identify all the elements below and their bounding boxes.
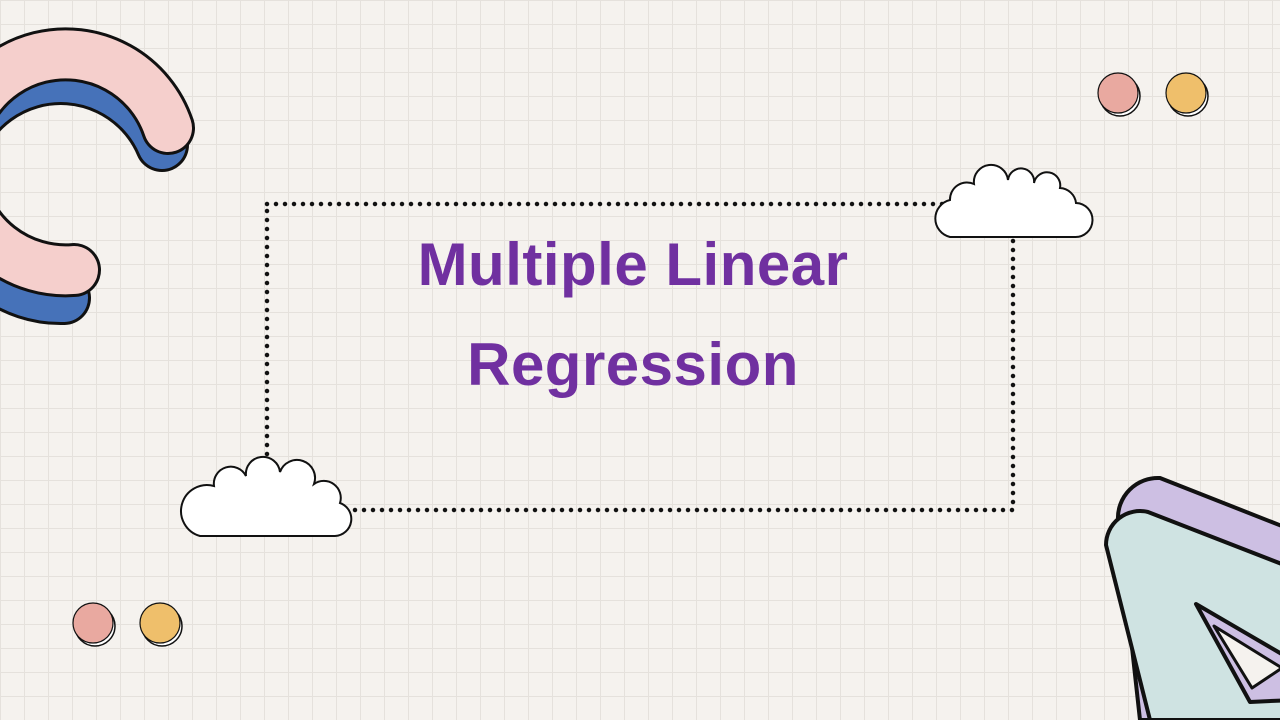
dot-pink-shadow — [1099, 75, 1141, 117]
dot-pink — [1097, 72, 1139, 114]
triangle-inner-cutout — [1194, 602, 1280, 704]
dot-yellow — [139, 602, 181, 644]
arc-shadow-fill — [0, 54, 186, 323]
arc-shape-top-left — [0, 27, 195, 326]
triangle-back-lavender — [1115, 475, 1280, 720]
slide-title-line-1: Multiple Linear — [417, 231, 849, 298]
dots-top-right — [1097, 72, 1209, 117]
slide-title-line-2: Regression — [467, 331, 799, 398]
dot-yellow-shadow — [1167, 75, 1209, 117]
dot-yellow-shadow — [141, 605, 183, 647]
arc-main-outline — [0, 27, 195, 298]
arc-shadow — [0, 51, 189, 326]
dots-bottom-left — [72, 602, 183, 647]
cloud-bottom-left — [180, 455, 353, 537]
triangle-front-teal — [1104, 509, 1280, 720]
dot-yellow — [1165, 72, 1207, 114]
dot-pink-shadow — [74, 605, 116, 647]
arc-main-fill — [0, 30, 192, 295]
triangle-shape-bottom-right — [1104, 475, 1280, 720]
slide-title: Multiple Linear Regression — [270, 215, 996, 415]
triangle-inner-hole — [1212, 624, 1280, 690]
dot-pink — [72, 602, 114, 644]
